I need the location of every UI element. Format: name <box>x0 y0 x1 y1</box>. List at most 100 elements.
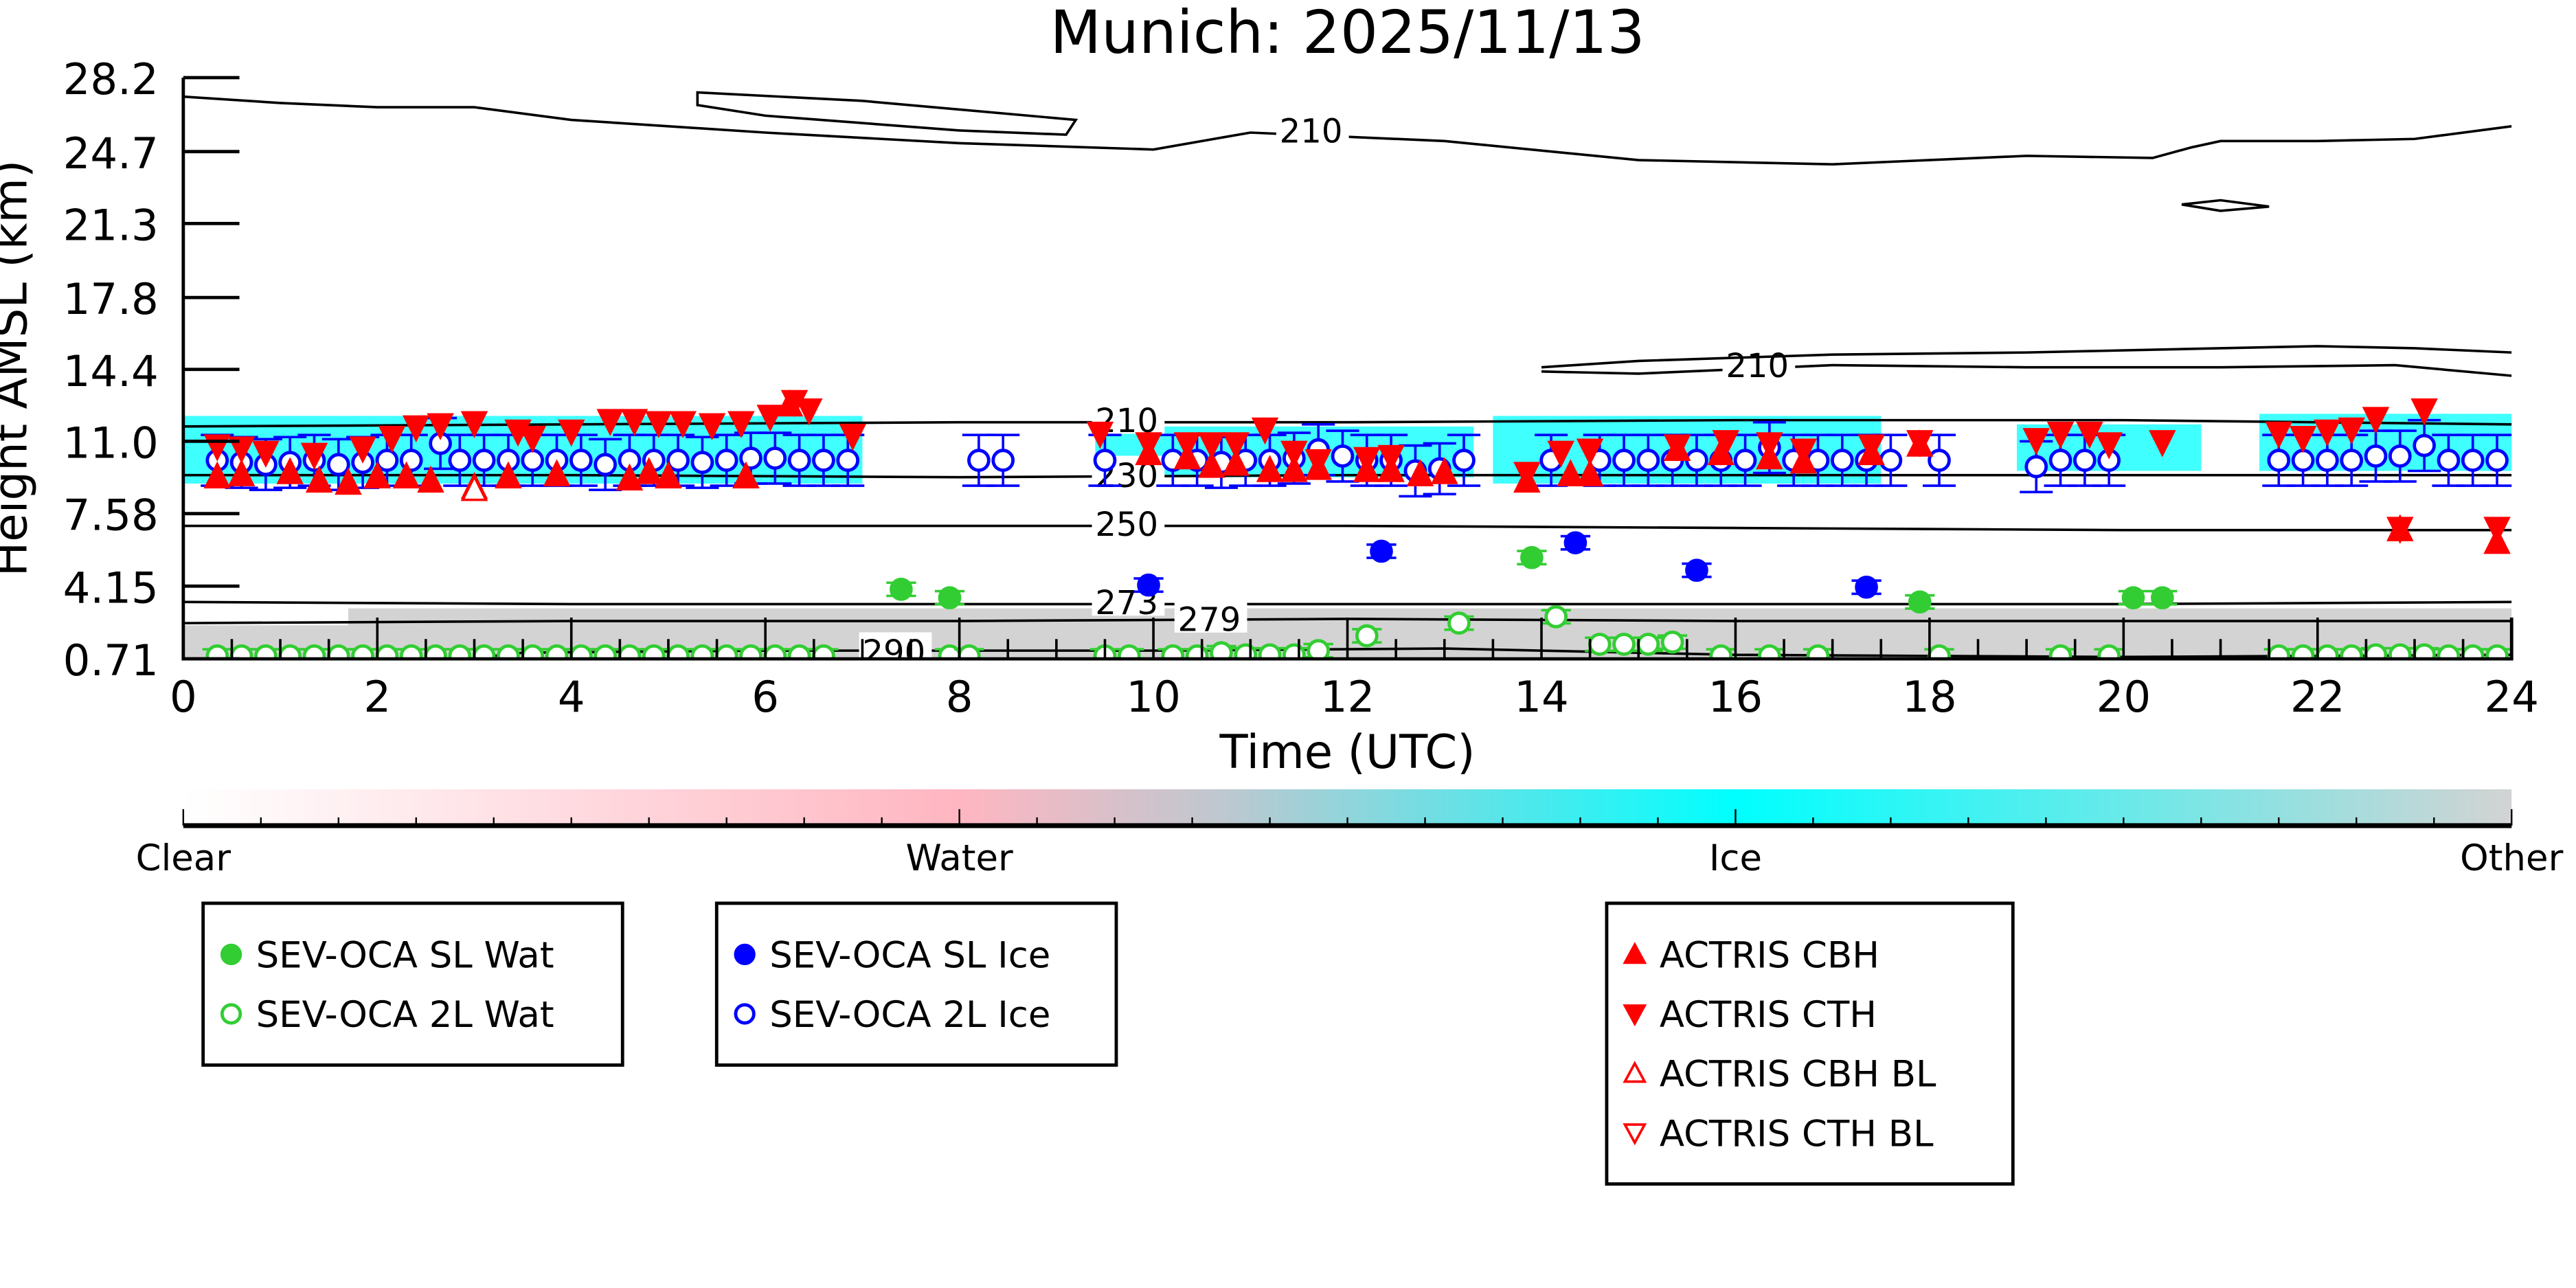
contour-label: 250 <box>1095 506 1158 544</box>
data-point <box>1406 459 1434 486</box>
data-point <box>635 457 663 484</box>
data-point <box>349 436 376 464</box>
data-point <box>2386 517 2414 544</box>
data-point <box>472 449 496 472</box>
data-point <box>1636 633 1660 656</box>
data-point <box>2413 643 2436 659</box>
data-point <box>2388 444 2412 468</box>
data-point <box>1906 430 1934 457</box>
data-point <box>2149 430 2176 457</box>
data-point <box>787 644 811 659</box>
data-point <box>2437 449 2461 472</box>
contour-label: 290 <box>862 633 925 672</box>
data-point <box>2291 449 2315 472</box>
data-point <box>2022 428 2050 455</box>
data-point <box>2338 417 2365 445</box>
data-point <box>2437 644 2461 659</box>
data-point <box>957 644 981 659</box>
data-point <box>1588 633 1612 656</box>
x-tick-label: 22 <box>2290 672 2345 722</box>
data-point <box>1857 434 1885 462</box>
data-point <box>1355 624 1379 648</box>
data-point <box>1908 590 1932 614</box>
data-point <box>1712 430 1740 457</box>
data-point <box>1304 449 1332 477</box>
data-point <box>378 426 406 453</box>
data-point <box>375 644 399 659</box>
data-point <box>569 449 593 472</box>
data-point <box>1117 644 1141 659</box>
chart-title: Munich: 2025/11/13 <box>1050 0 1645 67</box>
contour-label: 210 <box>1726 347 1789 385</box>
x-tick-label: 12 <box>1320 672 1375 722</box>
data-point <box>1806 644 1830 659</box>
data-point <box>460 473 488 501</box>
data-point <box>1280 440 1308 468</box>
x-axis-label: Time (UTC) <box>1219 725 1476 779</box>
data-point <box>2410 398 2438 426</box>
data-point <box>2076 421 2103 449</box>
data-point <box>2095 432 2123 460</box>
x-tick-label: 6 <box>752 672 779 722</box>
data-point <box>620 409 648 436</box>
data-point <box>2485 449 2509 472</box>
data-point <box>2316 449 2339 472</box>
data-point <box>519 426 546 453</box>
data-point <box>2046 421 2075 449</box>
data-point <box>812 644 835 659</box>
data-point <box>543 459 571 486</box>
data-point <box>1307 639 1330 659</box>
legend-label: ACTRIS CBH <box>1660 935 1879 977</box>
data-point <box>557 419 585 447</box>
data-point <box>2073 449 2097 472</box>
x-tick-label: 18 <box>1902 672 1957 722</box>
colorbar-label: Ice <box>1709 837 1762 879</box>
colorbar-label: Other <box>2460 837 2563 879</box>
data-point <box>1733 449 1757 472</box>
data-point <box>229 644 253 659</box>
data-point <box>1758 644 1781 659</box>
data-point <box>1789 438 1818 466</box>
x-tick-label: 14 <box>1514 672 1569 722</box>
data-point <box>1256 455 1284 482</box>
contour-label-bg <box>1174 599 1247 633</box>
data-point <box>1447 611 1471 635</box>
data-point <box>1685 558 1708 582</box>
y-tick-label: 17.8 <box>63 274 159 324</box>
contour-label-bg <box>859 632 932 659</box>
data-point <box>1377 444 1405 473</box>
data-point <box>1928 644 1951 659</box>
data-point <box>1251 417 1279 445</box>
data-point <box>991 449 1015 472</box>
data-point <box>2024 455 2048 479</box>
data-point <box>1636 449 1660 472</box>
colorbar-label: Water <box>905 837 1013 879</box>
data-point <box>618 644 642 659</box>
data-point <box>1855 575 1878 599</box>
data-point <box>1331 444 1355 468</box>
data-point <box>203 461 231 488</box>
data-point <box>363 461 392 488</box>
contour-line <box>1541 345 2512 369</box>
y-axis-label: Height AMSL (km) <box>0 160 37 577</box>
y-tick-label: 7.58 <box>63 490 159 541</box>
data-point <box>497 644 520 659</box>
data-point <box>839 423 867 451</box>
data-point <box>1928 449 1951 472</box>
data-point <box>763 644 787 659</box>
legend-box <box>714 901 1118 1067</box>
data-point <box>763 447 787 470</box>
data-point <box>655 461 682 488</box>
legend-label: ACTRIS CTH <box>1660 994 1877 1036</box>
data-point <box>1086 421 1114 449</box>
data-point <box>1222 448 1250 476</box>
contour-label: 279 <box>1178 600 1241 639</box>
contour-label-bg <box>1722 346 1796 379</box>
data-point <box>448 644 472 659</box>
data-point <box>2314 419 2341 447</box>
colorbar-label: Clear <box>136 837 231 879</box>
data-point <box>2340 644 2364 659</box>
